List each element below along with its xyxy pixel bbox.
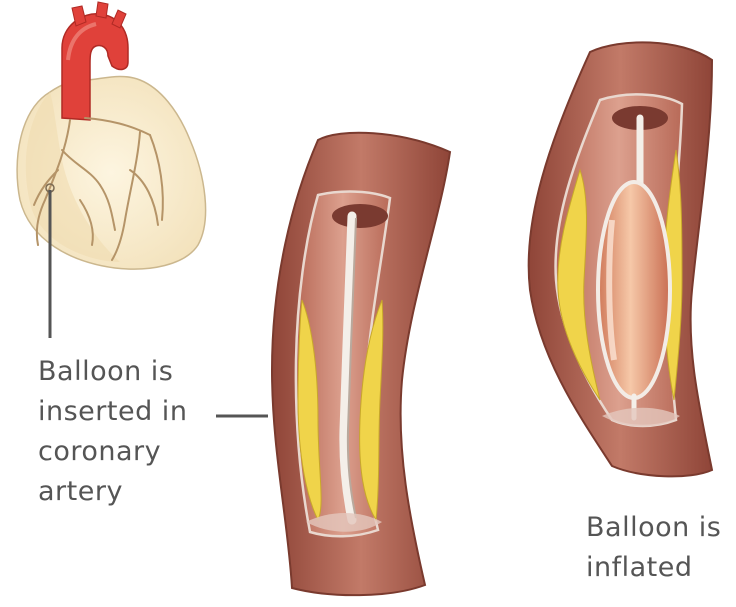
label-inserted-line-2: inserted in (38, 392, 187, 432)
artery-inserted (272, 133, 450, 595)
label-inflated-line-1: Balloon is (586, 508, 721, 548)
aorta-branch-2 (96, 2, 108, 18)
aorta-branch-3 (112, 10, 126, 28)
label-inserted-line-3: coronary (38, 432, 187, 472)
label-inserted-line-4: artery (38, 472, 187, 512)
artery-1-top-opening (332, 204, 388, 228)
label-balloon-inflated: Balloon is inflated (586, 508, 721, 588)
heart (17, 2, 205, 269)
label-inflated-line-2: inflated (586, 548, 721, 588)
label-balloon-inserted: Balloon is inserted in coronary artery (38, 352, 187, 512)
artery-inflated (529, 42, 712, 476)
label-inserted-line-1: Balloon is (38, 352, 187, 392)
